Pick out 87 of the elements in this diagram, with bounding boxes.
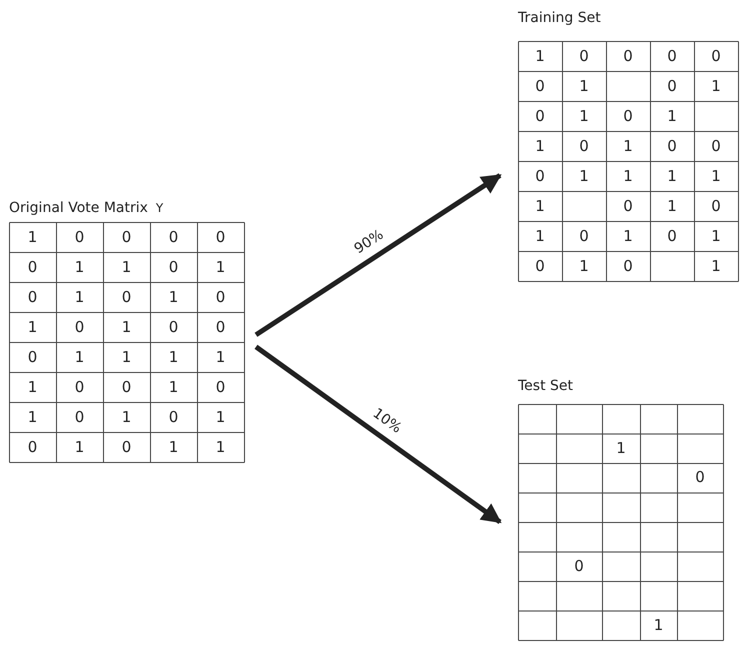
arrow — [254, 344, 502, 524]
cell-value: 0 — [710, 198, 722, 214]
cell-value: 1 — [710, 228, 722, 244]
cell-value: 0 — [74, 230, 86, 244]
cell-value: 1 — [168, 440, 180, 454]
cell-value: 1 — [615, 440, 627, 456]
cell-value: 1 — [168, 380, 180, 394]
cell-value: 0 — [26, 440, 38, 454]
edge-label: 90% — [352, 226, 387, 257]
cell-value: 1 — [666, 108, 678, 124]
cell-value: 1 — [74, 290, 86, 304]
matrix-symbol: Y — [156, 201, 164, 215]
cell-value: 0 — [578, 138, 590, 154]
cell-value: 0 — [578, 228, 590, 244]
cell-value: 0 — [622, 48, 634, 64]
cell-value: 0 — [120, 230, 132, 244]
cell-value: 0 — [534, 78, 546, 94]
cell-value: 0 — [666, 48, 678, 64]
cell-value: 0 — [694, 470, 706, 486]
cell-value: 0 — [74, 410, 86, 424]
cell-value: 0 — [120, 290, 132, 304]
cell-value: 1 — [534, 48, 546, 64]
cell-value: 0 — [534, 168, 546, 184]
cell-value: 1 — [578, 258, 590, 274]
cell-value: 0 — [74, 380, 86, 394]
cell-value: 0 — [710, 138, 722, 154]
cell-value: 1 — [26, 410, 38, 424]
cell-value: 1 — [120, 320, 132, 334]
cell-value: 0 — [214, 230, 226, 244]
cell-value: 1 — [214, 260, 226, 274]
cell-value: 0 — [578, 48, 590, 64]
cell-value: 1 — [26, 380, 38, 394]
cell-value: 0 — [120, 380, 132, 394]
cell-value: 1 — [534, 138, 546, 154]
cell-value: 1 — [578, 168, 590, 184]
cell-value: 0 — [168, 230, 180, 244]
cell-value: 1 — [214, 410, 226, 424]
cell-value: 1 — [168, 350, 180, 364]
cell-value: 0 — [534, 258, 546, 274]
cell-value: 1 — [120, 350, 132, 364]
cell-value: 1 — [622, 138, 634, 154]
cell-value: 0 — [622, 108, 634, 124]
cell-value: 0 — [26, 260, 38, 274]
cell-value: 0 — [622, 198, 634, 214]
cell-value: 0 — [26, 290, 38, 304]
cell-value: 0 — [168, 260, 180, 274]
cell-value: 0 — [214, 380, 226, 394]
cell-value: 0 — [74, 320, 86, 334]
cell-value: 0 — [622, 258, 634, 274]
cell-value: 1 — [534, 198, 546, 214]
cell-value: 1 — [120, 260, 132, 274]
cell-value: 1 — [710, 258, 722, 274]
cell-value: 1 — [74, 440, 86, 454]
cell-value: 0 — [573, 558, 585, 574]
cell-value: 1 — [74, 260, 86, 274]
cell-value: 0 — [26, 350, 38, 364]
cell-value: 0 — [120, 440, 132, 454]
cell-value: 0 — [666, 228, 678, 244]
cell-value: 1 — [214, 440, 226, 454]
cell-value: 0 — [534, 108, 546, 124]
cell-value: 1 — [622, 228, 634, 244]
cell-value: 1 — [26, 320, 38, 334]
cell-value: 0 — [666, 78, 678, 94]
arrow — [254, 173, 502, 337]
cell-value: 0 — [214, 290, 226, 304]
cell-value: 1 — [578, 78, 590, 94]
cell-value: 0 — [214, 320, 226, 334]
cell-value: 1 — [26, 230, 38, 244]
table-title: Original Vote Matrix — [9, 200, 148, 216]
cell-value: 0 — [710, 48, 722, 64]
cell-value: 1 — [710, 168, 722, 184]
cell-value: 1 — [710, 78, 722, 94]
cell-value: 1 — [652, 618, 664, 633]
cell-value: 1 — [666, 198, 678, 214]
table-title: Training Set — [518, 10, 601, 26]
cell-value: 0 — [666, 138, 678, 154]
cell-value: 1 — [578, 108, 590, 124]
cell-value: 1 — [214, 350, 226, 364]
table-title: Test Set — [518, 378, 574, 394]
cell-value: 1 — [74, 350, 86, 364]
cell-value: 0 — [168, 410, 180, 424]
cell-value: 1 — [622, 168, 634, 184]
cell-value: 1 — [534, 228, 546, 244]
cell-value: 1 — [666, 168, 678, 184]
cell-value: 1 — [120, 410, 132, 424]
cell-value: 0 — [168, 320, 180, 334]
cell-value: 1 — [168, 290, 180, 304]
